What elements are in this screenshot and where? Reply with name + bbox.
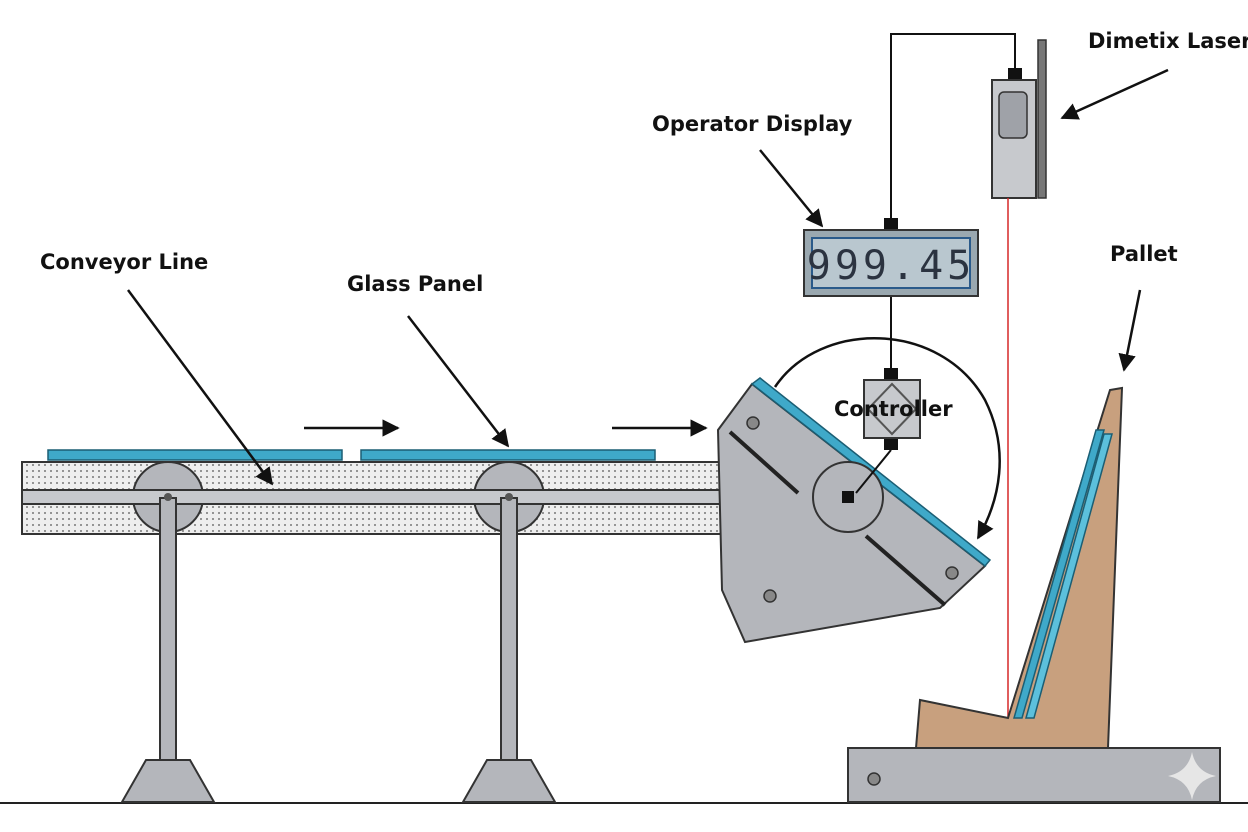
operator-display: 999.45: [803, 229, 979, 297]
pallet: [847, 386, 1221, 803]
label-conveyor-line: Conveyor Line: [40, 250, 208, 274]
tilt-table-bolt: [763, 589, 777, 603]
display-screen: [811, 237, 971, 289]
conveyor-leg: [500, 497, 518, 761]
pallet-glass: [1025, 433, 1113, 719]
connector: [884, 368, 898, 380]
pivot-bolt: [164, 493, 172, 501]
leader-arrow-conveyor: [126, 289, 274, 486]
conveyor-leg-base: [120, 759, 216, 803]
controller: [863, 379, 921, 439]
tilt-table-groove: [728, 430, 800, 495]
dimetix-laser: [991, 39, 1047, 718]
label-glass-panel: Glass Panel: [347, 272, 483, 296]
pallet-frame: [914, 386, 1124, 749]
conveyor-leg-base: [461, 759, 557, 803]
tilt-table-groove: [864, 534, 947, 607]
leader-arrow-pallet: [1118, 289, 1142, 372]
conveyor-leg: [159, 497, 177, 761]
display-reading: 999.45: [807, 243, 976, 289]
pallet-base: [847, 747, 1221, 803]
connector: [884, 438, 898, 450]
leader-arrow-glass: [407, 315, 510, 448]
glass-panel-2: [360, 449, 656, 461]
controller-diamond: [866, 382, 918, 436]
tilt-pivot-hub: [842, 491, 854, 503]
connector: [1008, 68, 1022, 80]
conveyor-line: [21, 461, 853, 803]
pallet-bolt: [867, 772, 881, 786]
tilt-table-bolt: [945, 566, 959, 580]
sparkle-icon: [1168, 752, 1216, 800]
leader-arrow-dimetix: [1060, 68, 1169, 120]
laser-window: [998, 91, 1028, 139]
label-pallet: Pallet: [1110, 242, 1178, 266]
pivot-bolt: [505, 493, 513, 501]
pallet-glass: [1013, 429, 1105, 719]
laser-mount: [1037, 39, 1047, 199]
controller-box: [863, 379, 921, 439]
connector: [884, 218, 898, 230]
label-controller: Controller: [834, 397, 953, 421]
leader-arrow-operator: [759, 149, 824, 228]
glass-panel-1: [47, 449, 343, 461]
tilt-table: [716, 377, 992, 644]
label-operator-display: Operator Display: [652, 112, 853, 136]
label-dimetix-laser: Dimetix Laser: [1088, 29, 1248, 53]
signal-wiring: [855, 33, 1016, 494]
tilt-table-bolt: [746, 416, 760, 430]
rotation-arc-arrow: [773, 337, 1001, 540]
